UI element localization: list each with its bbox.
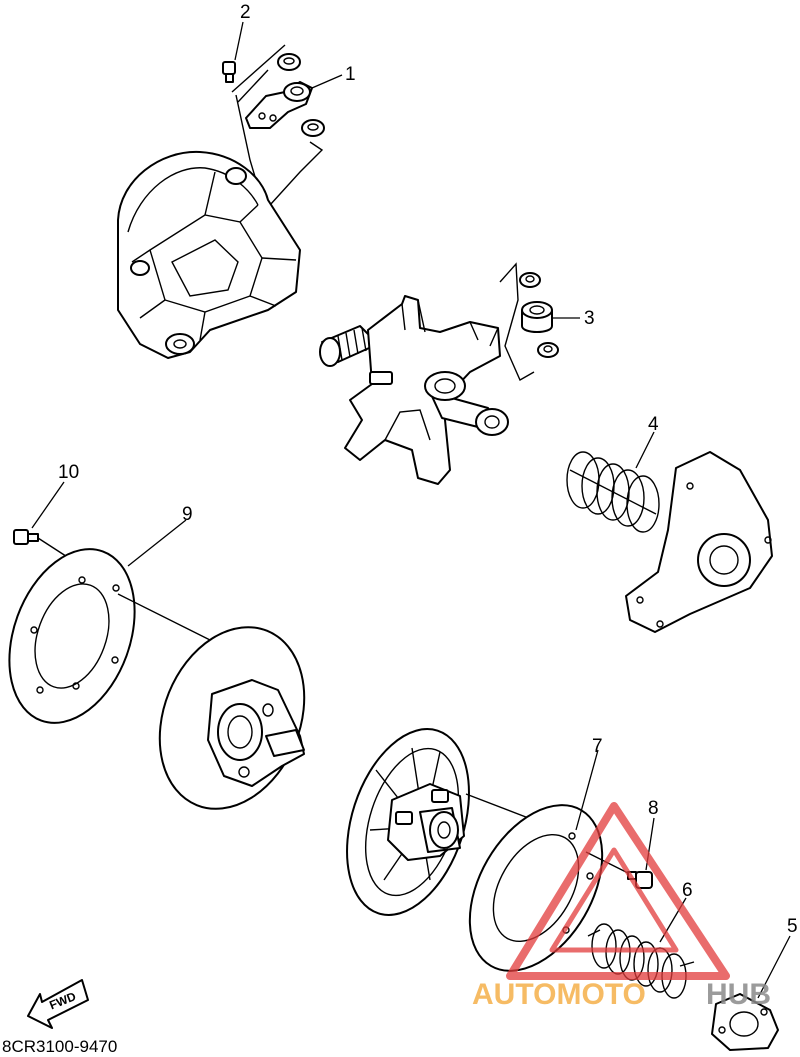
primary-sheave-housing[interactable]: [117, 150, 301, 359]
diagram-code: 8CR3100-9470: [2, 1037, 117, 1056]
part-2-screw[interactable]: [222, 61, 236, 83]
callout-7: 7: [592, 736, 603, 757]
spider-hub[interactable]: [319, 295, 509, 485]
callout-6: 6: [682, 880, 693, 901]
callout-10: 10: [58, 462, 79, 483]
callout-4: 4: [648, 414, 659, 435]
callout-1: 1: [345, 64, 356, 85]
part-4-spring[interactable]: [566, 451, 660, 533]
part-9-ring-plate[interactable]: [0, 532, 157, 741]
part-7-ring-plate[interactable]: [443, 782, 630, 994]
callout-9: 9: [182, 504, 193, 525]
callout-3: 3: [584, 308, 595, 329]
part-1-weight-assembly[interactable]: [231, 44, 325, 206]
part-3-bushing-set[interactable]: [499, 262, 559, 381]
watermark-logo: [506, 802, 730, 980]
callout-2: 2: [240, 2, 251, 23]
sliding-sheave[interactable]: [134, 605, 331, 830]
watermark-text-right: HUB: [706, 978, 771, 1011]
watermark-text-left: AUTOMOTO: [472, 978, 646, 1011]
primary-cover-plate[interactable]: [625, 451, 773, 633]
callout-8: 8: [648, 798, 659, 819]
part-10-bolt[interactable]: [13, 529, 39, 545]
fwd-arrow: FWD: [27, 979, 89, 1029]
callout-5: 5: [787, 916, 798, 937]
part-5-retainer[interactable]: [711, 993, 779, 1051]
secondary-sheave[interactable]: [325, 713, 491, 930]
